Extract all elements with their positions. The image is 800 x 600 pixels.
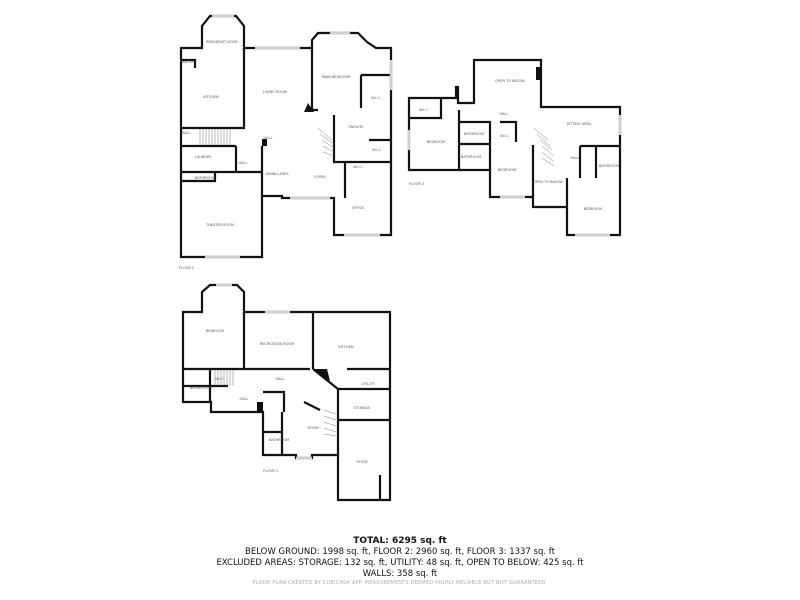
room-label: HALL	[499, 111, 509, 116]
room-label: OPEN TO BELOW	[533, 179, 563, 184]
room-label: BATHROOM	[194, 175, 216, 180]
total-area: TOTAL: 6295 sq. ft	[353, 536, 447, 546]
room-label: KITCHEN	[203, 94, 219, 99]
room-label: HALL	[275, 376, 285, 381]
room-label: HALL	[263, 135, 273, 140]
room-label: ROOM	[356, 459, 368, 464]
room-label: BREAKFAST NOOK	[206, 39, 238, 44]
room-label: BATHROOM	[268, 437, 290, 442]
floor-label: FLOOR 3	[409, 182, 425, 186]
room-label: STORAGE	[353, 405, 371, 410]
room-label: BEDROOM	[426, 139, 446, 144]
room-label: ROOM	[307, 425, 319, 430]
room-label: UTILITY	[361, 381, 375, 386]
floor-2-walls	[179, 14, 393, 259]
windows	[205, 14, 622, 460]
room-label: BATHROOM	[189, 385, 211, 390]
room-label: DINING AREA	[265, 171, 289, 176]
room-label: OFFICE	[351, 205, 365, 210]
floor-1-walls	[181, 283, 392, 502]
room-label: LAUNDRY	[194, 154, 212, 159]
room-label: W.I.C.	[372, 147, 382, 152]
room-label: RECREATION ROOM	[259, 341, 295, 346]
room-label: W.I.C.	[215, 376, 225, 381]
room-label: MAIN BEDROOM	[321, 74, 351, 79]
room-label: BEDROOM	[583, 206, 603, 211]
room-label: HALL	[238, 160, 248, 165]
room-label: FOYER	[314, 174, 326, 179]
room-label: W.I.C.	[371, 95, 381, 100]
floor-breakdown: BELOW GROUND: 1998 sq. ft, FLOOR 2: 2960…	[245, 547, 555, 557]
room-label: THEATER ROOM	[206, 222, 234, 227]
room-label: BATHROOM	[463, 131, 485, 136]
room-label: KITCHEN	[338, 344, 354, 349]
walls-area: WALLS: 358 sq. ft	[362, 569, 438, 579]
room-label: BATHROOM	[598, 163, 620, 168]
room-label: W.I.C.	[353, 164, 363, 169]
room-label: PANTRY	[180, 59, 194, 64]
room-label: HALL	[239, 396, 249, 401]
room-label: LIVING ROOM	[263, 89, 287, 94]
room-label: OPEN TO BELOW	[495, 78, 525, 83]
floor-label: FLOOR 1	[263, 469, 279, 473]
excluded-areas: EXCLUDED AREAS: STORAGE: 132 sq. ft, UTI…	[216, 558, 584, 568]
area-summary: TOTAL: 6295 sq. ft BELOW GROUND: 1998 sq…	[0, 536, 800, 580]
structural-fills	[257, 67, 541, 412]
room-label: W.I.C.	[500, 133, 510, 138]
room-label: W.I.C.	[419, 107, 429, 112]
room-label: BEDROOM	[497, 167, 517, 172]
room-label: HALL	[570, 155, 580, 160]
room-label: SITTING AREA	[566, 121, 592, 126]
room-label: ENSUITE	[348, 124, 364, 129]
floor-label: FLOOR 2	[179, 266, 195, 270]
room-label: BATHROOM	[460, 154, 482, 159]
room-label: BEDROOM	[205, 328, 225, 333]
stairs	[199, 127, 555, 437]
disclaimer: FLOOR PLAN CREATED BY CUBICASA APP. MEAS…	[252, 580, 548, 586]
room-label: HALL	[181, 130, 191, 135]
